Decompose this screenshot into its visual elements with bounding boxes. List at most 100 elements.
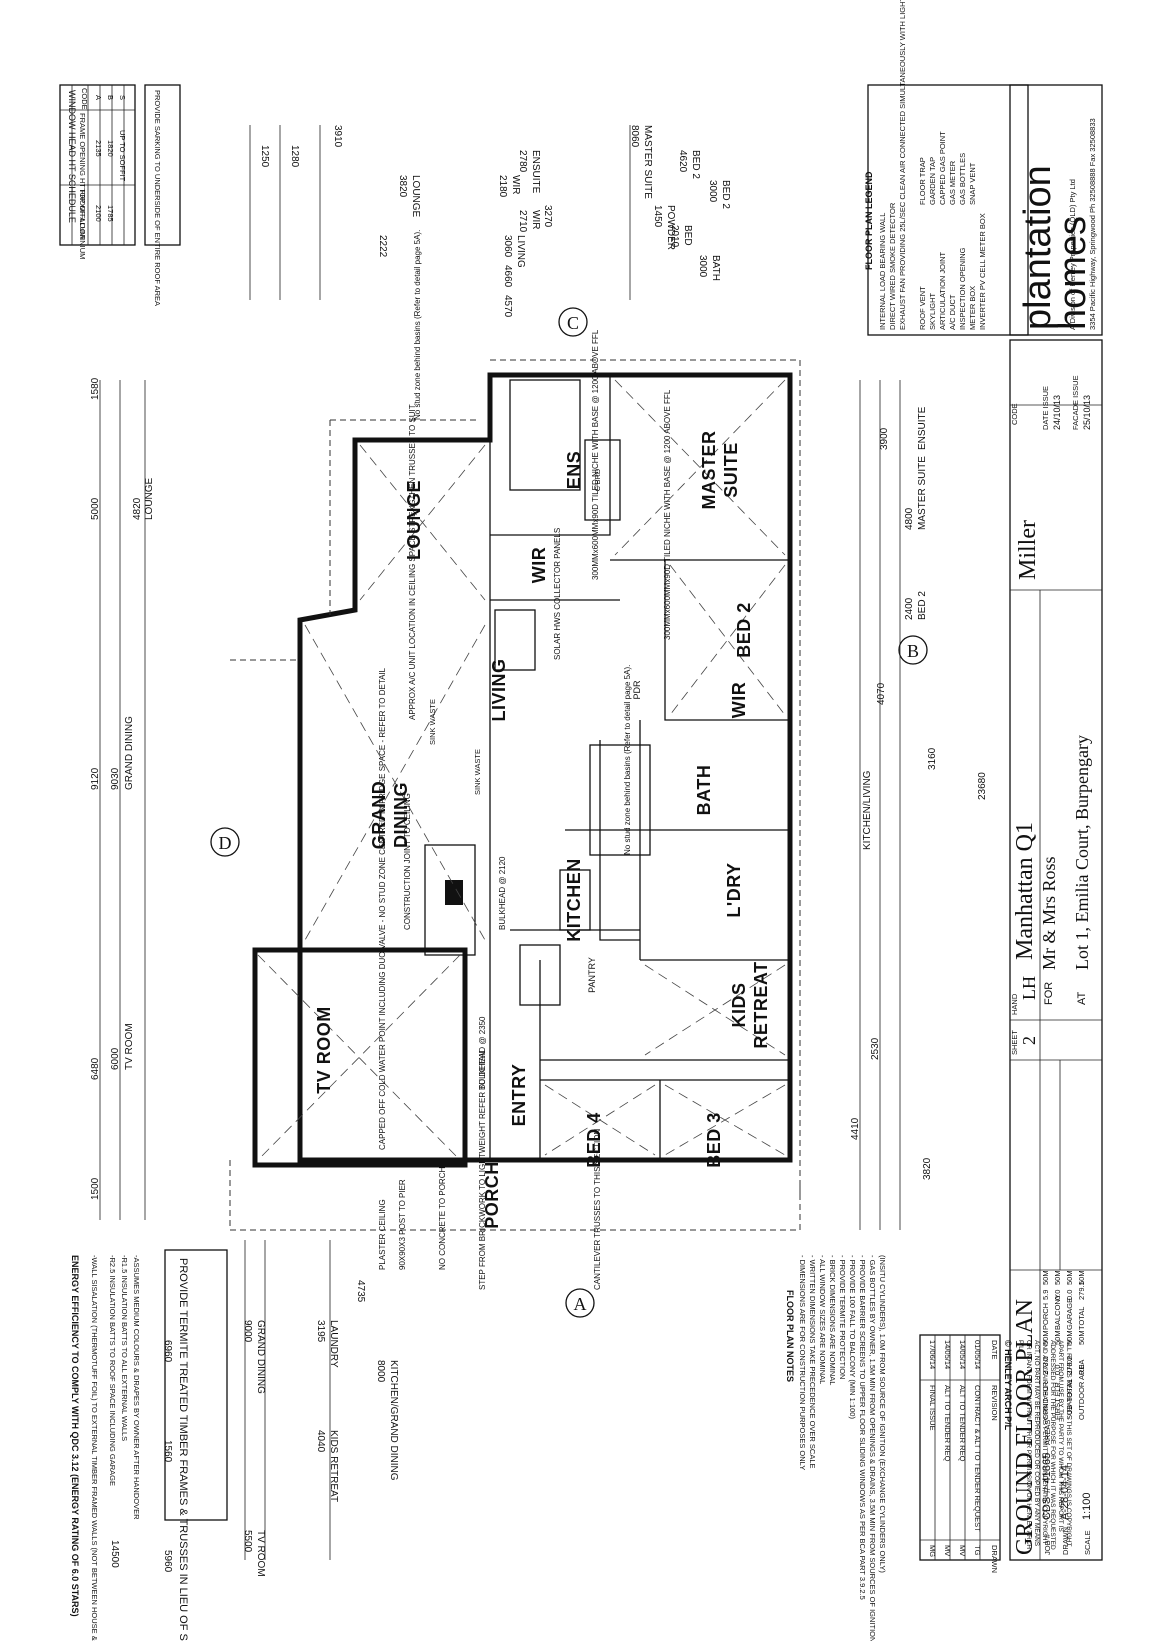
floor-plan-legend: FLOOR PLAN LEGEND INTERNAL LOAD BEARING … — [864, 0, 1029, 336]
note-sink-waste-1: SINK WASTE — [428, 699, 437, 745]
area2-1-label: BALCONY — [1053, 1294, 1062, 1330]
hip-line — [664, 1084, 786, 1156]
room-label-lounge: LOUNGE — [404, 480, 424, 560]
drawn-label: DRAWN — [1061, 1527, 1070, 1555]
room-label-bed3: BED 3 — [704, 1112, 724, 1168]
room-label-bed2: BED 2 — [734, 602, 754, 658]
date-issue-value: 24/10/13 — [1052, 395, 1062, 430]
window-schedule-h2: TOP OF ALUMINIUM — [78, 188, 87, 259]
dimension-lines-bottom — [859, 380, 901, 1230]
at-label: AT — [1076, 991, 1088, 1005]
rev-3-date: 01/05/14 — [973, 1340, 982, 1369]
area2-0-label: PORCH — [1041, 1303, 1050, 1330]
dim-lt-1: 5960 — [162, 1550, 173, 1573]
house-name: Manhattan Q1 — [1012, 822, 1038, 960]
hand-value: LH — [1019, 976, 1039, 1000]
note-niche-1: 300MMx600MMx90D TILED NICHE WITH BASE @ … — [591, 329, 600, 580]
legend-item-4: SKYLIGHT — [928, 292, 937, 330]
sarking-box — [144, 84, 181, 246]
room-label-grand-2: DINING — [391, 782, 411, 848]
dim-rt-23: 3000 — [697, 255, 708, 278]
revision-box — [919, 1334, 1001, 1561]
room-label-wir: WIR — [529, 547, 549, 584]
dim-rt-5: 4620 — [677, 150, 688, 173]
area2-2-label: GARAGE — [1065, 1298, 1074, 1330]
area2-3-label: TOTAL — [1077, 1307, 1086, 1330]
scale-value: 1:100 — [1081, 1492, 1093, 1520]
note-post: 90X90X3 POST TO PIER — [398, 1179, 407, 1270]
termite-note: PROVIDE TERMITE TREATED TIMBER FRAMES & … — [177, 1258, 189, 1641]
dim-right-6: 4070 — [876, 682, 887, 705]
floor-note-7: - GAS BOTTLES BY OWNER, 1.5M MIN FROM OP… — [868, 1255, 877, 1641]
dim-rt-26: BED — [682, 225, 693, 246]
dim-rt-21: 4570 — [502, 295, 513, 318]
job-label: JOB # — [1043, 1533, 1052, 1555]
dim-rt-20: 4660 — [502, 265, 513, 288]
note-no-concrete: NO CONCRETE TO PORCH — [438, 1167, 447, 1270]
room-label-kids-2: RETREAT — [751, 961, 771, 1048]
rev-1-by: MV — [943, 1545, 952, 1556]
brand-division: A Division of Henley Properties (QLD) Pt… — [1068, 179, 1077, 330]
rev-1-date: 14/05/14 — [943, 1340, 952, 1369]
note-capped: CAPPED OFF COLD WATER POINT INCLUDING DU… — [378, 667, 387, 1150]
room-label-pwdr: PDR — [632, 680, 642, 700]
dim-lt-2: 1560 — [162, 1440, 173, 1463]
dim-lt-13: KITCHEN/GRAND DINING — [388, 1360, 399, 1481]
kitchen-bench — [559, 869, 591, 931]
rev-2-date: 14/05/14 — [958, 1340, 967, 1369]
code-value: Miller — [1015, 520, 1041, 580]
for-label: FOR — [1043, 982, 1055, 1005]
window-schedule-r0c2: 2100 — [94, 205, 103, 222]
drawn-value: A-28-04-14 — [1059, 1465, 1071, 1520]
note-sink-waste-2: SINK WASTE — [473, 749, 482, 795]
note-ac-unit: APPROX A/C UNIT LOCATION IN CEILING SPAC… — [408, 403, 417, 720]
area2-1-value: 0.0 — [1053, 1290, 1062, 1300]
room-label-wir-bed2: WIR — [729, 682, 749, 719]
dim-bottom-3: 3160 — [927, 747, 938, 770]
legend-item-9: INVERTER PV CELL METER BOX — [978, 213, 987, 330]
brand-box — [1009, 84, 1103, 336]
internal-wall — [664, 560, 790, 721]
area-0-label: GRND FLR — [1041, 1381, 1050, 1420]
area-1-value: 0.0 — [1053, 1365, 1062, 1375]
area-0-unit: 50M — [1041, 1330, 1050, 1345]
dim-right-2: 4800 — [904, 507, 915, 530]
window-schedule-h0: CODE — [80, 88, 89, 110]
legend-item-7: INSPECTION OPENING — [958, 247, 967, 330]
dim-rt-0: 1250 — [259, 145, 270, 168]
area-3-value: 0.0 — [1077, 1365, 1086, 1375]
dim-lt-11: LAUNDRY — [328, 1320, 339, 1368]
section-marker-c — [558, 307, 588, 337]
legend-right-2: CAPPED GAS POINT — [938, 131, 947, 205]
room-label-ldry: L'DRY — [724, 862, 744, 917]
area2-3-unit: 50M — [1077, 1270, 1086, 1285]
room-label-ens: ENS — [564, 451, 584, 490]
tv-room-walls — [252, 947, 468, 1168]
kitchen-island — [424, 844, 476, 956]
rev-0-date: 17/06/14 — [928, 1340, 937, 1369]
dim-rt-18: 3060 — [502, 235, 513, 258]
rev-header-drawn: DRAWN — [990, 1545, 999, 1573]
room-label-master-2: SUITE — [721, 442, 741, 498]
dim-top-2: 9120 — [90, 767, 101, 790]
window-schedule-r2c1: UP TO SOFFIT — [118, 130, 127, 182]
dim-rt-17: WIR — [530, 210, 541, 229]
dim-right-5: BED 2 — [917, 591, 928, 620]
area-2-value: 273.2 — [1065, 1356, 1074, 1375]
area2-2-unit: 50M — [1065, 1270, 1074, 1285]
dim-lt-7: GRAND DINING — [255, 1320, 266, 1394]
eaves-line — [329, 419, 480, 615]
rev-1-desc: ALT TO TENDER REQ — [943, 1385, 952, 1462]
sheet-label: SHEET — [1010, 1030, 1019, 1055]
note-bulkhead-2120: BULKHEAD @ 2120 — [498, 856, 507, 930]
dim-top-sub-2: 9030 — [110, 767, 121, 790]
dim-lt-6: 9000 — [242, 1320, 253, 1343]
dim-right-1: ENSUITE — [917, 406, 928, 450]
floor-note-3: - BRICK DIMENSIONS ARE NOMINAL — [828, 1255, 837, 1385]
energy-line-3: -ASSUMES MEDIUM COLOURS & DRAPES BY OWNE… — [132, 1255, 141, 1520]
dim-rt-13: 3000 — [707, 180, 718, 203]
floor-notes-title: FLOOR PLAN NOTES — [785, 1290, 795, 1382]
section-marker-b-label: B — [907, 641, 919, 661]
legend-right-3: GAS METER — [948, 160, 957, 205]
